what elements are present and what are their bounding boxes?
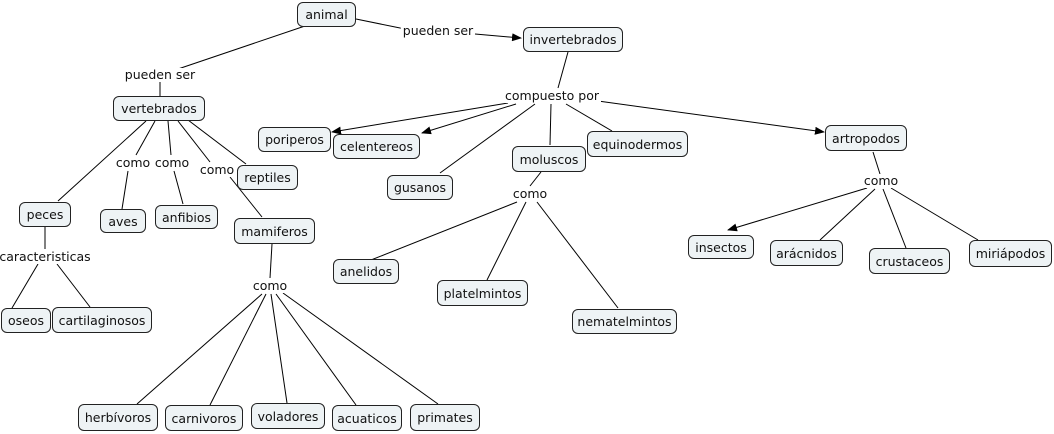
link-compuesto-por: compuesto por [502, 88, 602, 103]
link-pueden-ser-right: pueden ser [400, 23, 476, 38]
concept-artropodos[interactable]: artropodos [825, 125, 907, 151]
edge-como-insectos [727, 187, 868, 232]
concept-platelmintos[interactable]: platelmintos [437, 280, 528, 306]
link-como-aves: como [113, 155, 153, 170]
concept-cartilaginosos[interactable]: cartilaginosos [52, 307, 152, 333]
edge-animal-pueden-ser-left [177, 25, 306, 70]
concept-primates[interactable]: primates [410, 404, 480, 431]
concept-aves[interactable]: aves [100, 209, 146, 233]
edge-como-primates [282, 292, 439, 405]
edge-vertebrados-como-mamiferos [177, 120, 211, 163]
concept-nematelmintos[interactable]: nematelmintos [572, 309, 677, 334]
edge-como-anfibios [173, 170, 184, 205]
concept-reptiles[interactable]: reptiles [237, 165, 298, 190]
concept-vertebrados[interactable]: vertebrados [113, 96, 205, 121]
link-como-artropodos: como [861, 173, 901, 188]
concept-mamiferos[interactable]: mamiferos [234, 218, 315, 244]
edge-como-miriapodos [890, 187, 979, 241]
edge-moluscos-como [529, 171, 542, 187]
concept-aracnidos[interactable]: arácnidos [770, 240, 843, 266]
edge-vertebrados-como-aves [135, 120, 156, 156]
link-pueden-ser-left: pueden ser [122, 67, 198, 82]
edge-como-anelidos [370, 201, 518, 261]
concept-gusanos[interactable]: gusanos [387, 175, 453, 200]
concept-miriapodos[interactable]: miriápodos [969, 240, 1052, 267]
concept-insectos[interactable]: insectos [688, 235, 754, 259]
link-como-moluscos: como [510, 186, 550, 201]
concept-celentereos[interactable]: celentereos [333, 134, 420, 159]
edge-mamiferos-como [269, 243, 273, 279]
edge-como-aracnidos [819, 188, 876, 241]
edge-artropodos-como [872, 151, 881, 175]
concept-anfibios[interactable]: anfibios [155, 205, 218, 229]
edge-compuesto-gusanos [439, 103, 536, 174]
edge-compuesto-moluscos [549, 103, 552, 146]
concept-poriperos[interactable]: poriperos [258, 127, 331, 152]
edge-como-herbivoros [136, 293, 263, 405]
edge-como-mamiferos [229, 176, 263, 218]
edge-invertebrados-compuesto [557, 51, 569, 89]
concept-moluscos[interactable]: moluscos [512, 146, 586, 172]
edge-caracteristicas-cartilaginosos [56, 263, 91, 308]
edge-como-nematelmintos [536, 201, 619, 309]
edge-como-crustaceos [882, 188, 907, 249]
edge-animal-pueden-ser-right [355, 18, 406, 30]
edge-como-aves [121, 170, 129, 210]
concept-animal[interactable]: animal [297, 2, 356, 27]
concept-anelidos[interactable]: anelidos [333, 259, 399, 284]
edge-pueden-ser-invertebrados [474, 33, 522, 42]
link-caracteristicas: caracteristicas [0, 250, 93, 264]
link-como-mamiferos: como [197, 162, 237, 177]
edge-como-platelmintos [486, 201, 527, 281]
concept-herbivoros[interactable]: herbívoros [78, 404, 158, 431]
edge-compuesto-artropodos [597, 100, 825, 135]
concept-carnivoros[interactable]: carnivoros [165, 405, 243, 431]
concept-voladores[interactable]: voladores [251, 403, 325, 429]
edge-como-carnivoros [209, 293, 267, 406]
edge-vertebrados-reptiles [187, 119, 247, 165]
link-como-anfibios: como [152, 155, 192, 170]
edge-caracteristicas-oseos [11, 263, 39, 309]
edge-como-acuaticos [275, 293, 357, 406]
concept-equinodermos[interactable]: equinodermos [587, 131, 688, 157]
concept-crustaceos[interactable]: crustaceos [869, 248, 950, 274]
edge-compuesto-celentereos [421, 103, 517, 135]
concept-oseos[interactable]: oseos [1, 308, 51, 333]
edge-compuesto-equinodermos [565, 103, 613, 132]
link-como-mamiferos-tipos: como [250, 278, 290, 293]
edge-vertebrados-como-anfibios [167, 120, 172, 156]
edge-vertebrados-peces [57, 120, 147, 202]
edge-compuesto-poriperos [331, 102, 509, 135]
concept-invertebrados[interactable]: invertebrados [523, 27, 623, 52]
concept-peces[interactable]: peces [19, 202, 71, 227]
concept-acuaticos[interactable]: acuaticos [332, 405, 402, 431]
edge-como-voladores [270, 293, 288, 404]
